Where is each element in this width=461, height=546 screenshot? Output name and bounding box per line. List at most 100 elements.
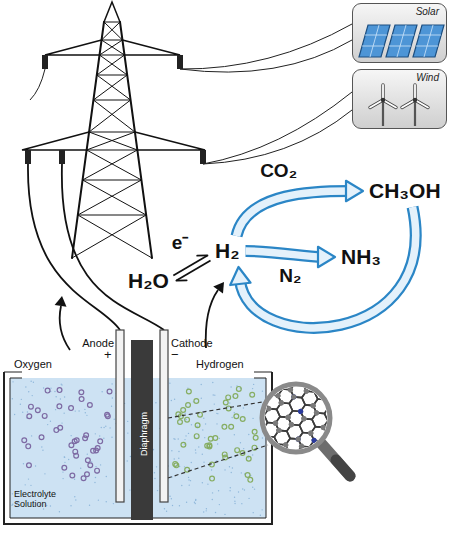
tower-brace <box>93 100 130 101</box>
carbon-atom <box>255 383 262 390</box>
graphene-ring <box>241 376 260 396</box>
solar-panel <box>413 25 444 57</box>
speckle <box>12 504 13 505</box>
turbine-hub <box>413 98 417 102</box>
graphene-ring <box>256 475 275 495</box>
hydrogen-bubble <box>222 452 227 457</box>
speckle <box>30 485 31 486</box>
tower-arm <box>22 132 89 150</box>
carbon-atom <box>310 402 317 409</box>
carbon-atom <box>237 410 244 417</box>
carbon-atom <box>257 453 264 460</box>
tower-arm <box>45 40 102 55</box>
oxygen-bubble <box>85 472 90 477</box>
speckle <box>14 414 15 415</box>
carbon-atom <box>253 411 260 418</box>
solar-icon <box>353 17 445 61</box>
oxygen-bubble <box>58 425 63 430</box>
speckle <box>178 438 179 439</box>
graphene-ring <box>249 425 268 445</box>
insulator <box>59 150 65 164</box>
graphene-ring <box>282 463 301 483</box>
speckle <box>171 450 172 451</box>
speckle <box>25 386 26 387</box>
speckle <box>109 427 110 428</box>
speckle <box>196 426 197 427</box>
tower-leg <box>120 22 152 258</box>
oxygen-bubble <box>62 465 67 470</box>
speckle <box>153 449 154 450</box>
graphene-ring <box>323 404 342 424</box>
reactant-label: CO₂ <box>257 159 300 183</box>
speckle <box>50 505 51 506</box>
speckle <box>12 381 13 382</box>
hydrogen-bubble <box>205 443 210 448</box>
speckle <box>214 403 215 404</box>
carbon-atom <box>335 390 342 397</box>
carbon-atom <box>298 443 305 450</box>
carbon-atom <box>270 447 277 454</box>
speckle <box>101 427 102 428</box>
carbon-atom <box>346 447 353 454</box>
graphene-ring <box>335 398 354 418</box>
hydrogen-bubble <box>194 399 199 404</box>
nitrogen-atom <box>253 411 260 418</box>
speckle <box>113 503 114 504</box>
speckle <box>174 439 175 440</box>
tower-brace <box>97 55 125 75</box>
speckle <box>204 437 205 438</box>
speckle <box>64 396 65 397</box>
speckle <box>230 487 231 488</box>
carbon-atom <box>303 388 310 395</box>
carbon-atom <box>300 380 307 387</box>
hydrogen-bubble <box>234 414 239 419</box>
carbon-atom <box>351 392 358 399</box>
carbon-atom <box>273 455 280 462</box>
carbon-atom <box>257 453 264 460</box>
speckle <box>185 412 186 413</box>
speckle <box>12 493 13 494</box>
graphene-ring <box>260 433 279 453</box>
tower-arm <box>135 132 205 150</box>
graphene-ring <box>294 457 313 477</box>
speckle <box>234 497 235 498</box>
carbon-atom <box>325 369 332 376</box>
speckle <box>207 483 208 484</box>
speckle <box>154 472 155 473</box>
nitrogen-atom <box>244 459 251 466</box>
speckle <box>75 499 76 500</box>
carbon-atom <box>336 425 343 432</box>
speckle <box>47 424 48 425</box>
energy-source-box: Wind <box>352 69 447 129</box>
speckle <box>157 490 158 491</box>
speckle <box>234 434 235 435</box>
nitrogen-atom <box>305 360 312 367</box>
carbon-atom <box>230 395 237 402</box>
tower-brace <box>104 22 122 40</box>
polarity-sign: + <box>104 347 112 362</box>
speckle <box>218 490 219 491</box>
magnifier-grip <box>336 460 350 476</box>
carbon-atom <box>371 435 378 442</box>
chemical-formula: H₂O <box>125 268 172 294</box>
speckle <box>195 452 196 453</box>
oxygen-bubble <box>69 443 74 448</box>
panel-grid <box>416 25 441 57</box>
speckle <box>190 480 191 481</box>
carbon-atom <box>255 383 262 390</box>
speckle <box>216 423 217 424</box>
label-holder: Oxygen <box>14 354 52 372</box>
speckle <box>205 510 206 511</box>
speckle <box>248 434 249 435</box>
connector <box>173 255 210 280</box>
speckle <box>12 398 13 399</box>
carbon-atom <box>288 421 295 428</box>
graphene-ring <box>246 453 265 473</box>
chemical-species: H₂O <box>125 268 172 294</box>
oxygen-bubble <box>105 414 110 419</box>
solar-panel <box>386 25 417 57</box>
speckle <box>60 398 61 399</box>
tower-brace <box>72 215 146 258</box>
oxygen-bubble <box>79 390 84 395</box>
speckle <box>50 387 51 388</box>
